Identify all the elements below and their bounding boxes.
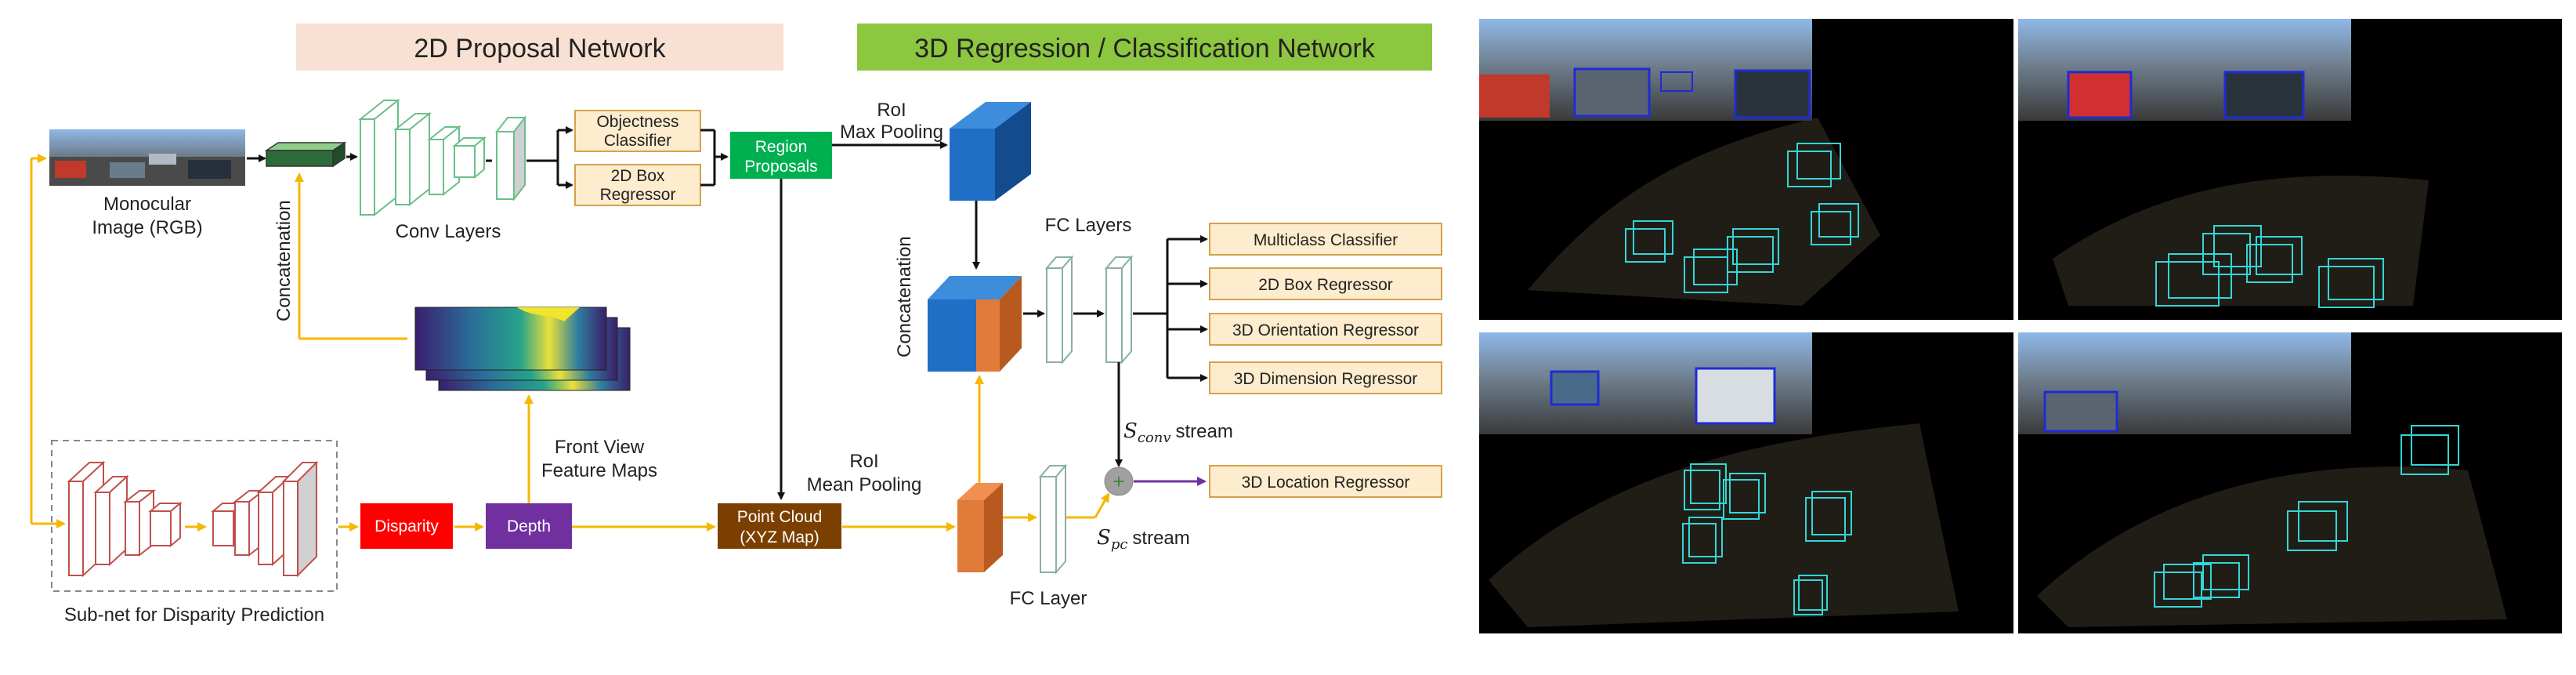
region-proposals: Region Proposals <box>730 132 832 179</box>
result-panel-1 <box>1479 19 2013 320</box>
front-view-label-1: Front View <box>555 437 645 458</box>
input-4ch-block <box>264 141 347 168</box>
conv-layers <box>358 98 527 217</box>
depth-box: Depth <box>486 503 572 549</box>
disparity-box: Disparity <box>360 503 453 549</box>
roi-max-label-1: RoI <box>877 100 906 121</box>
sum-node: + <box>1104 466 1134 496</box>
svg-text:Disparity: Disparity <box>374 517 439 535</box>
output-fan <box>1133 235 1208 382</box>
roi-mean-cube <box>957 483 1003 572</box>
svg-text:Regressor: Regressor <box>600 186 676 204</box>
output-3d-orientation: 3D Orientation Regressor <box>1209 313 1442 346</box>
monocular-image <box>49 129 245 186</box>
monocular-label-1: Monocular <box>103 194 191 215</box>
rpn-merge <box>700 129 729 187</box>
pointcloud-box: Point Cloud (XYZ Map) <box>718 503 841 549</box>
svg-text:3D Dimension Regressor: 3D Dimension Regressor <box>1234 370 1418 388</box>
svg-text:3D Orientation Regressor: 3D Orientation Regressor <box>1232 321 1419 339</box>
output-multiclass: Multiclass Classifier <box>1209 223 1442 256</box>
front-view-feature-maps <box>414 307 631 391</box>
roi-max-label-2: Max Pooling <box>840 122 943 143</box>
svg-text:Objectness: Objectness <box>596 113 678 131</box>
svg-text:3D Location Regressor: 3D Location Regressor <box>1242 474 1410 492</box>
svg-text:Point Cloud: Point Cloud <box>737 508 823 526</box>
svg-text:3D Regression / Classification: 3D Regression / Classification Network <box>914 34 1376 64</box>
roi-max-cube <box>950 102 1031 201</box>
subnet-frame <box>51 440 338 592</box>
svg-text:Proposals: Proposals <box>744 158 817 176</box>
header-3d-regression: 3D Regression / Classification Network <box>857 24 1432 71</box>
svg-text:2D Box Regressor: 2D Box Regressor <box>1258 276 1393 294</box>
output-2d-box: 2D Box Regressor <box>1209 267 1442 300</box>
conv-layers-label: Conv Layers <box>396 221 501 242</box>
fc-layer-label: FC Layer <box>1010 588 1087 609</box>
monocular-label-2: Image (RGB) <box>92 217 202 238</box>
fc-layer-1 <box>1044 255 1074 365</box>
concat-left-label: Concatenation <box>273 200 295 321</box>
conv-fork <box>526 126 573 189</box>
disparity-subnet <box>67 460 319 578</box>
fc-layers-label: FC Layers <box>1045 215 1132 236</box>
result-panel-4 <box>2018 332 2562 633</box>
objectness-classifier: Objectness Classifier <box>574 110 701 152</box>
concat-block <box>928 276 1022 372</box>
svg-text:2D Proposal Network: 2D Proposal Network <box>414 34 666 64</box>
front-view-label-2: Feature Maps <box>541 460 657 481</box>
header-2d-proposal: 2D Proposal Network <box>296 24 783 71</box>
svg-text:Multiclass Classifier: Multiclass Classifier <box>1254 231 1398 249</box>
svg-text:Classifier: Classifier <box>604 132 671 150</box>
subnet-label: Sub-net for Disparity Prediction <box>64 604 324 626</box>
yellow-routing <box>30 154 1110 532</box>
svg-text:Region: Region <box>755 138 808 156</box>
svg-text:Depth: Depth <box>507 517 551 535</box>
result-panel-3 <box>1479 332 2013 633</box>
output-3d-dimension: 3D Dimension Regressor <box>1209 361 1442 394</box>
box2d-regressor-rpn: 2D Box Regressor <box>574 164 701 206</box>
concat-right-label: Concatenation <box>894 236 915 357</box>
svg-text:+: + <box>1113 470 1124 493</box>
fc-layer-2 <box>1104 255 1134 365</box>
roi-mean-label-1: RoI <box>849 451 878 472</box>
svg-text:(XYZ Map): (XYZ Map) <box>740 528 819 546</box>
result-panel-2 <box>2018 19 2562 320</box>
output-3d-location: 3D Location Regressor <box>1209 465 1442 498</box>
fc-layer-bottom <box>1038 463 1068 575</box>
roi-mean-label-2: Mean Pooling <box>807 474 922 495</box>
svg-text:2D Box: 2D Box <box>611 167 665 185</box>
